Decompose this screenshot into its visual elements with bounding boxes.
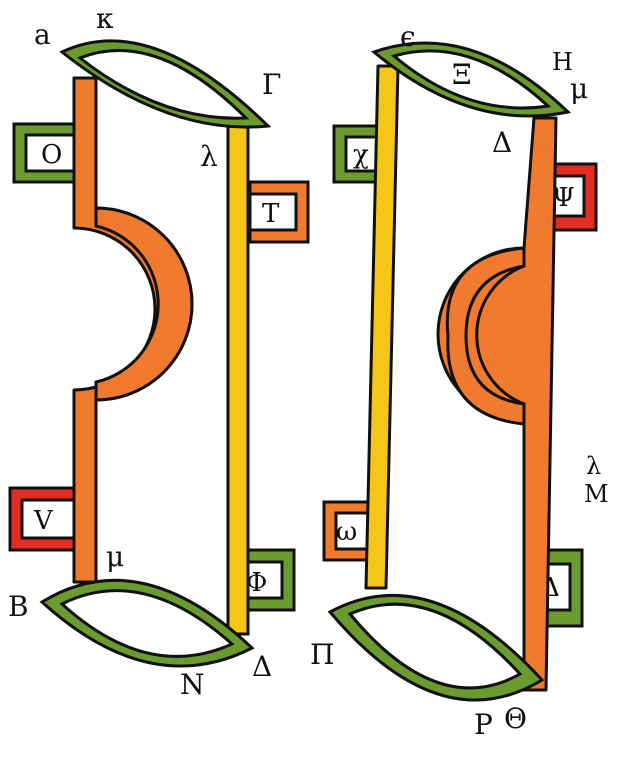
label-right-bottom-right: Θ — [504, 702, 527, 735]
right-box-upper-right: Ψ — [544, 162, 598, 232]
label-left-bottom-inner: μ — [106, 540, 124, 573]
left-box-upper-right: T — [248, 180, 310, 244]
label-left-bottom-right: Δ — [252, 650, 272, 683]
left-bottom-lens — [39, 578, 255, 668]
label-right-top-right: Η — [552, 48, 573, 76]
box-label-lower-right: Φ — [246, 568, 267, 598]
label-right-top-left: ϵ — [400, 20, 416, 53]
left-orange-notch-band — [94, 206, 194, 402]
label-left-bottom-mid: Ν — [180, 668, 205, 701]
label-left-inner-top: λ — [200, 140, 218, 173]
label-right-margin-a: λ — [586, 452, 601, 480]
box-label-upper-left: O — [41, 140, 62, 170]
label-right-inner-top: Δ — [492, 126, 512, 159]
box-label-right-upper-right: Ψ — [552, 183, 575, 213]
label-left-top-left: a — [34, 18, 51, 51]
label-right-top-center: Ξ — [452, 58, 472, 91]
label-right-bottom-left: Π — [310, 638, 334, 671]
label-left-top-right: Γ — [262, 68, 281, 101]
label-right-margin-b: Μ — [584, 480, 609, 508]
label-right-bottom-mid: Ρ — [474, 708, 493, 741]
box-label-right-upper-left: χ — [353, 140, 369, 170]
box-label-right-lower-left: ω — [336, 517, 357, 547]
box-label-lower-left: V — [33, 506, 54, 536]
left-yellow-post — [226, 122, 250, 636]
left-figure: O T V Φ — [8, 2, 310, 701]
right-orange-notch-fill — [445, 246, 526, 426]
box-label-upper-right: T — [262, 199, 280, 229]
left-top-lens — [59, 39, 272, 129]
label-left-top-mid: κ — [96, 2, 114, 35]
label-right-top-right-extra: μ — [570, 72, 588, 105]
right-bottom-lens — [327, 593, 545, 702]
label-left-bottom-left: Β — [8, 590, 29, 623]
right-figure: χ Ψ ω Δ — [310, 20, 609, 741]
left-box-lower-left: V — [8, 486, 76, 552]
right-top-lens — [371, 41, 572, 118]
left-box-upper-left: O — [12, 122, 78, 184]
